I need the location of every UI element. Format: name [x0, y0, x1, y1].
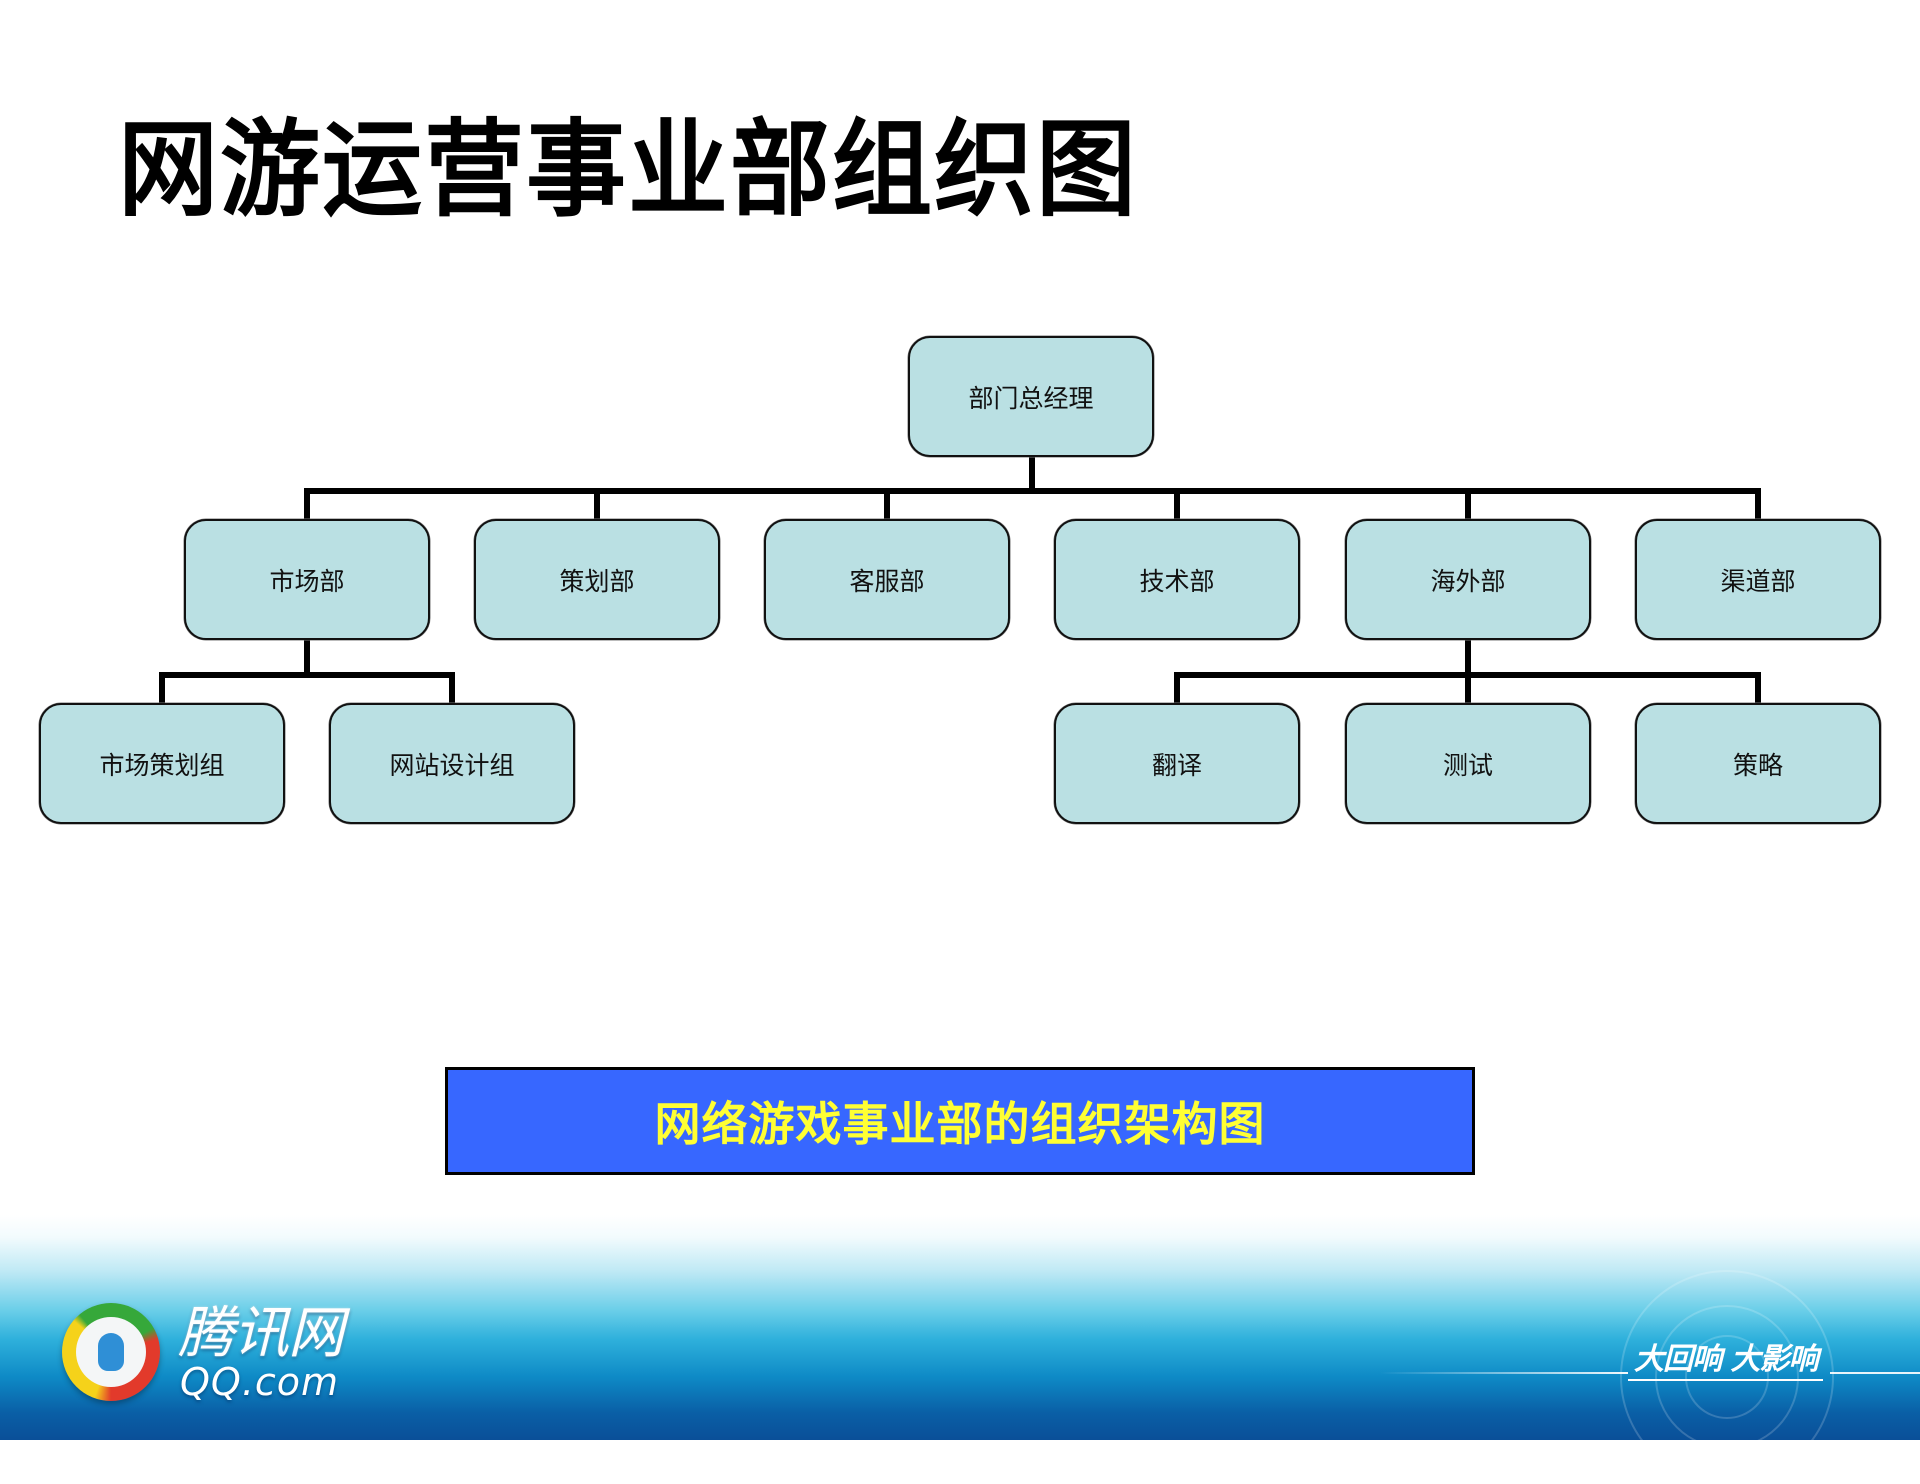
node-planning-dept: 策划部 — [474, 519, 720, 640]
node-overseas-dept: 海外部 — [1345, 519, 1591, 640]
connector-overseas-bar — [1174, 672, 1761, 678]
node-web-design-group: 网站设计组 — [329, 703, 575, 824]
waveform-line-left — [1380, 1372, 1628, 1374]
node-market-dept: 市场部 — [184, 519, 430, 640]
connector-drop-strategy — [1755, 672, 1761, 704]
connector-drop-market — [304, 488, 310, 520]
slide-title: 网游运营事业部组织图 — [118, 108, 1138, 232]
connector-drop-market-planning — [159, 672, 165, 704]
node-market-planning-group: 市场策划组 — [39, 703, 285, 824]
connector-drop-channel — [1755, 488, 1761, 520]
connector-root-trunk — [1029, 457, 1035, 491]
logo-domain: QQ.com — [180, 1360, 340, 1404]
caption-banner: 网络游戏事业部的组织架构图 — [445, 1067, 1475, 1175]
node-testing: 测试 — [1345, 703, 1591, 824]
node-service-dept: 客服部 — [764, 519, 1010, 640]
logo-text: 腾讯网 — [178, 1301, 344, 1366]
waveform-line-right — [1830, 1372, 1920, 1374]
node-translation: 翻译 — [1054, 703, 1300, 824]
penguin-icon — [98, 1333, 124, 1371]
connector-market-trunk — [304, 640, 310, 676]
connector-drop-overseas — [1465, 488, 1471, 520]
slogan-text: 大回响 大影响 — [1628, 1345, 1824, 1381]
caption-text: 网络游戏事业部的组织架构图 — [654, 1097, 1266, 1151]
ripple-decoration — [1685, 1335, 1769, 1419]
node-strategy: 策略 — [1635, 703, 1881, 824]
qq-logo-icon — [62, 1303, 160, 1401]
node-channel-dept: 渠道部 — [1635, 519, 1881, 640]
connector-market-bar — [159, 672, 455, 678]
connector-drop-service — [884, 488, 890, 520]
connector-level1-bar — [304, 488, 1761, 494]
connector-drop-translation — [1174, 672, 1180, 704]
connector-drop-web-design — [449, 672, 455, 704]
logo-inner-circle — [76, 1317, 146, 1387]
connector-drop-planning — [594, 488, 600, 520]
node-tech-dept: 技术部 — [1054, 519, 1300, 640]
node-general-manager: 部门总经理 — [908, 336, 1154, 457]
footer-band — [0, 1215, 1920, 1440]
connector-drop-tech — [1174, 488, 1180, 520]
